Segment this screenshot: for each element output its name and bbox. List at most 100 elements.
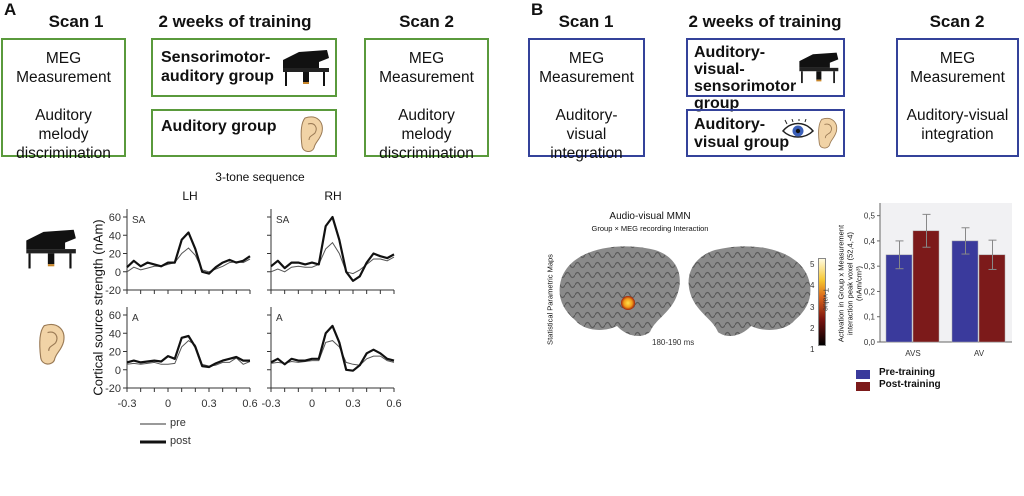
- colorbar-label: T-value: [821, 288, 829, 311]
- y-tick-label: 60: [109, 310, 121, 322]
- ear-icon: [818, 118, 838, 149]
- scan2-title: MEG Measurement: [379, 50, 474, 86]
- y-tick-label: 40: [109, 328, 121, 340]
- panel-b-header-scan2: Scan 2: [929, 12, 985, 31]
- x-tick-label: 0.3: [345, 398, 360, 410]
- x-tick-label: 0: [309, 398, 315, 410]
- y-tick-label: 0: [115, 365, 121, 377]
- y-tick-label: 0: [115, 267, 121, 279]
- panel-b-group1-box: Auditory-visual-sensorimotor group: [686, 38, 845, 112]
- y-tick-label: 20: [109, 249, 121, 261]
- pre-curve: [126, 339, 251, 367]
- y-tick-label: -20: [105, 383, 121, 395]
- brain-subtitle: Group × MEG recording Interaction: [591, 224, 709, 233]
- y-tick-label: 60: [109, 212, 121, 224]
- piano-icon: [283, 50, 329, 86]
- colorbar-ticks: 5 4 3 2 1: [810, 254, 814, 360]
- ear-icon: [39, 324, 65, 365]
- pre-curve: [270, 241, 395, 275]
- panel-b-label: B: [531, 0, 544, 19]
- y-tick-label: 0,3: [864, 262, 876, 271]
- panel-a-label: A: [4, 0, 17, 19]
- scan2-title: MEG Measurement: [910, 50, 1005, 86]
- piano-icon: [799, 52, 839, 84]
- panel-a-group2-box: Auditory group: [151, 109, 337, 157]
- legend-pre: pre: [170, 417, 186, 429]
- x-tick-label: AV: [974, 349, 985, 358]
- brain-title: Audio-visual MMN: [609, 211, 691, 222]
- group1-label: Auditory-visual-sensorimotor group: [694, 44, 797, 112]
- ear-icon: [300, 116, 323, 152]
- post-curve: [126, 231, 251, 275]
- row-label: A: [132, 313, 139, 324]
- group2-label: Auditory group: [161, 118, 277, 135]
- y-tick-label: 0,0: [864, 338, 876, 347]
- panel-a-group1-box: Sensorimotor-auditory group: [151, 38, 337, 97]
- y-tick-label: 40: [109, 230, 121, 242]
- post-curve: [270, 324, 395, 372]
- column-label-lh: LH: [182, 189, 198, 203]
- scan1-title: MEG Measurement: [539, 50, 634, 86]
- x-tick-label: -0.3: [118, 398, 137, 410]
- line-chart-title: 3-tone sequence: [215, 170, 305, 184]
- group2-label: Auditory-visual group: [694, 116, 790, 151]
- pre-curve: [126, 247, 251, 273]
- colorbar-tick: 1: [810, 345, 815, 355]
- legend-swatch-post: [856, 382, 870, 391]
- time-window-label: 180-190 ms: [652, 338, 695, 347]
- x-tick-label: 0.6: [386, 398, 401, 410]
- row-label: SA: [132, 215, 146, 226]
- post-curve: [270, 215, 395, 282]
- left-hemisphere-brain: [559, 246, 680, 337]
- colorbar-tick: 3: [810, 302, 815, 312]
- activation-spot: [621, 296, 635, 310]
- scan1-task: Auditory-visual integration: [550, 107, 623, 162]
- legend-post: post: [170, 435, 191, 447]
- brain-images: [559, 246, 811, 337]
- y-tick-label: 20: [109, 347, 121, 359]
- panel-a-header-scan1: Scan 1: [48, 12, 104, 31]
- y-tick-label: 0,2: [864, 287, 876, 296]
- right-hemisphere-brain: [688, 246, 811, 337]
- legend-swatch-pre: [856, 370, 870, 379]
- bar: [951, 240, 979, 343]
- bar: [912, 230, 940, 343]
- eye-icon: [781, 119, 815, 138]
- colorbar-tick: 2: [810, 323, 815, 333]
- panel-a-scan2-box: MEG Measurement Auditory melody discrimi…: [364, 38, 489, 162]
- panel-a-scan1-box: MEG Measurement Auditory melody discrimi…: [1, 38, 126, 162]
- pre-curve: [270, 340, 395, 366]
- scan1-title: MEG Measurement: [16, 50, 111, 86]
- y-tick-label: -20: [105, 285, 121, 297]
- post-curve: [126, 334, 250, 369]
- piano-icon: [26, 229, 76, 269]
- x-tick-label: 0.6: [242, 398, 257, 410]
- panel-b-scan2-box: MEG Measurement Auditory-visual integrat…: [896, 38, 1019, 157]
- x-tick-label: AVS: [905, 349, 920, 358]
- panel-a-header-training: 2 weeks of training: [158, 12, 312, 31]
- x-tick-label: 0.3: [201, 398, 216, 410]
- panel-b-header-training: 2 weeks of training: [688, 12, 842, 31]
- y-tick-label: 0,5: [864, 212, 876, 221]
- column-label-rh: RH: [324, 189, 342, 203]
- legend-label-post: Post-training: [879, 379, 941, 390]
- panel-b-group2-box: Auditory-visual group: [686, 109, 845, 157]
- spm-side-label: Statistical Parametric Maps: [545, 254, 555, 345]
- scan2-task: Auditory-visual integration: [906, 107, 1009, 143]
- x-tick-label: 0: [165, 398, 171, 410]
- legend-label-pre: Pre-training: [879, 367, 936, 378]
- colorbar-tick: 5: [810, 260, 815, 269]
- row-label: A: [276, 313, 283, 324]
- colorbar: [818, 258, 826, 346]
- scan1-task: Auditory melody discrimination: [16, 107, 111, 162]
- panel-b-scan1-box: MEG Measurement Auditory-visual integrat…: [528, 38, 645, 162]
- panel-a-header-scan2: Scan 2: [399, 12, 454, 31]
- y-tick-label: 0,1: [864, 313, 876, 322]
- panel-b-header-scan1: Scan 1: [558, 12, 614, 31]
- x-tick-label: -0.3: [262, 398, 281, 410]
- group1-label: Sensorimotor-auditory group: [161, 49, 274, 85]
- y-tick-label: 0,4: [864, 237, 876, 246]
